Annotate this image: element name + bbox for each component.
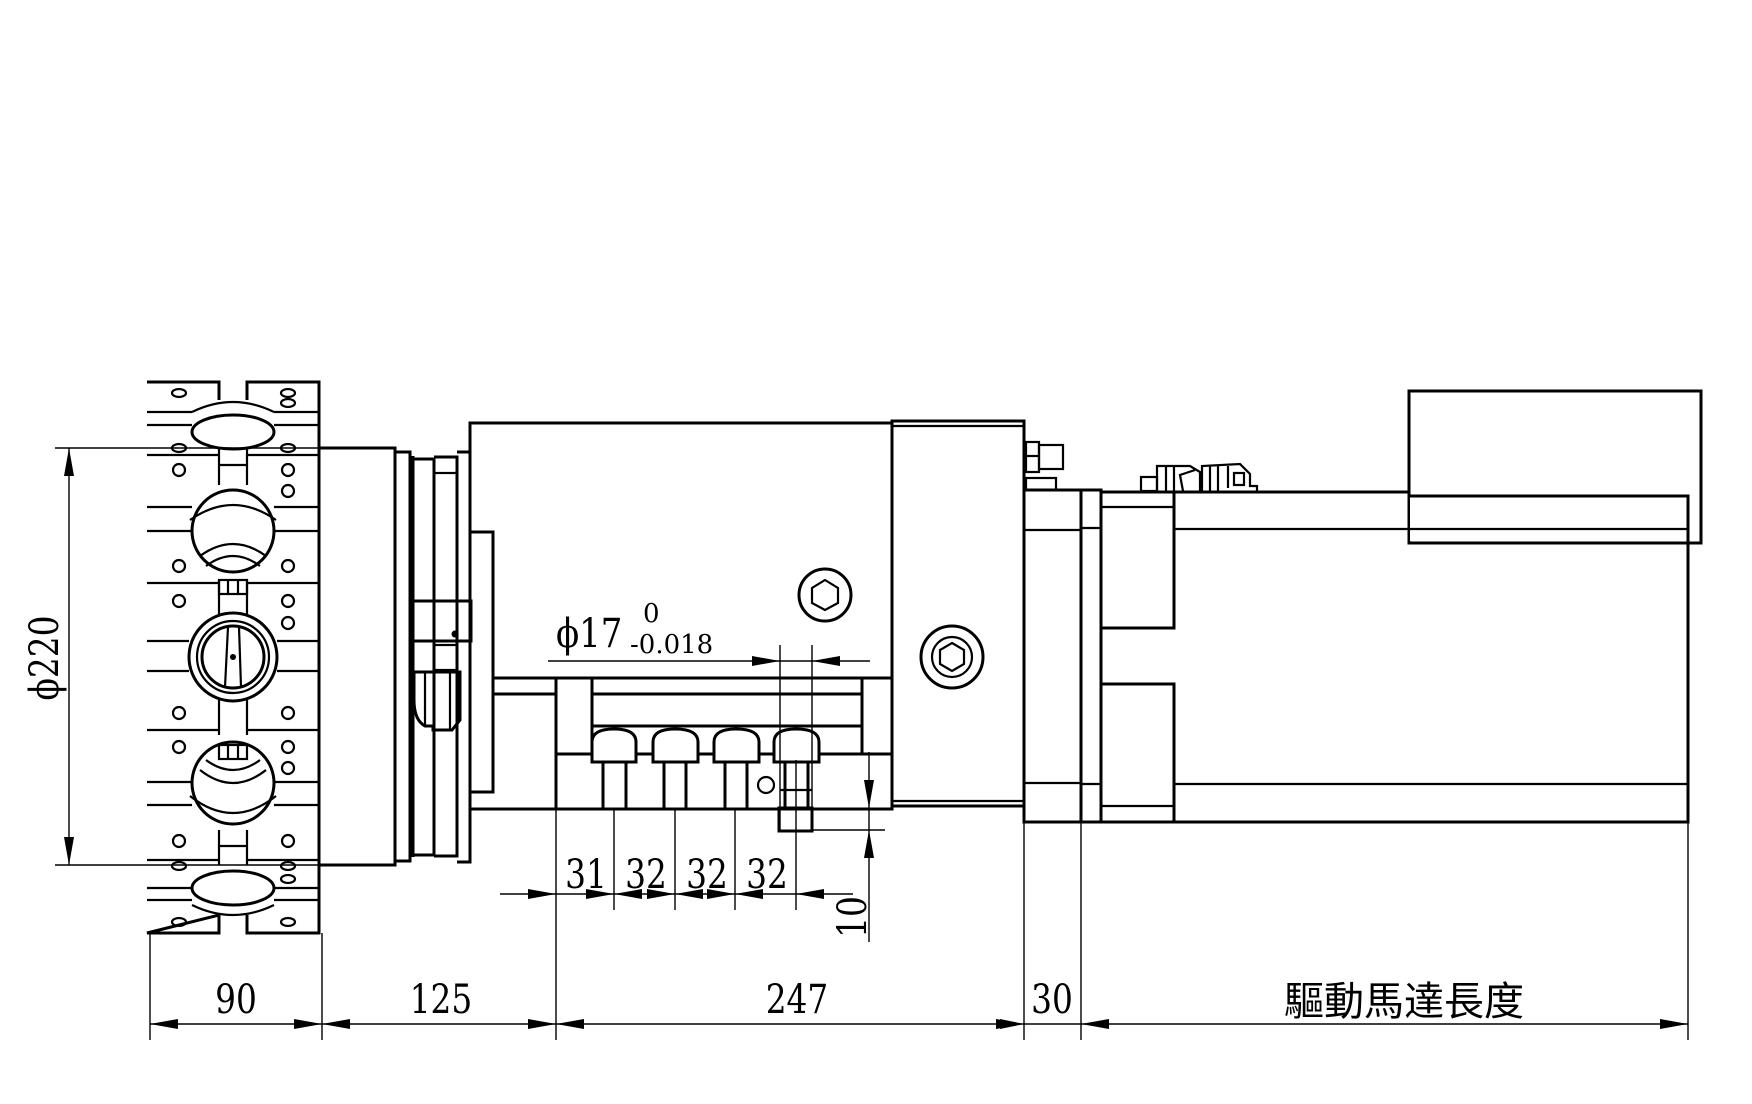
dimension-lines: [55, 447, 1689, 1040]
diameter-220-label: ϕ220: [22, 615, 68, 701]
pitch-32a-label: 32: [625, 852, 667, 898]
second-block: [890, 419, 1026, 808]
pitch-32c-label: 32: [746, 852, 788, 898]
shaft-diameter-label: ϕ17: [556, 611, 623, 657]
shaft-upper-tol: 0: [643, 599, 660, 629]
disk-flange: [319, 446, 473, 867]
turret-disk: [146, 380, 321, 935]
dim-30-label: 30: [1031, 977, 1073, 1023]
pitch-32b-label: 32: [686, 852, 728, 898]
shaft-lower-tol: -0.018: [630, 630, 714, 660]
shaft-tolerance: ϕ17: [556, 614, 634, 654]
drive-motor: [1101, 389, 1703, 824]
gearbox-flange: [1022, 488, 1176, 824]
motor-length-label: 驅動馬達長度: [1284, 979, 1524, 1025]
dim-125-label: 125: [409, 977, 473, 1023]
pitch-31-label: 31: [565, 852, 607, 898]
air-fitting: [1024, 440, 1065, 492]
tool-knobs: [590, 727, 821, 833]
offset-10-label: 10: [830, 896, 876, 938]
dim-247-label: 247: [765, 977, 829, 1023]
dim-90-label: 90: [215, 977, 257, 1023]
